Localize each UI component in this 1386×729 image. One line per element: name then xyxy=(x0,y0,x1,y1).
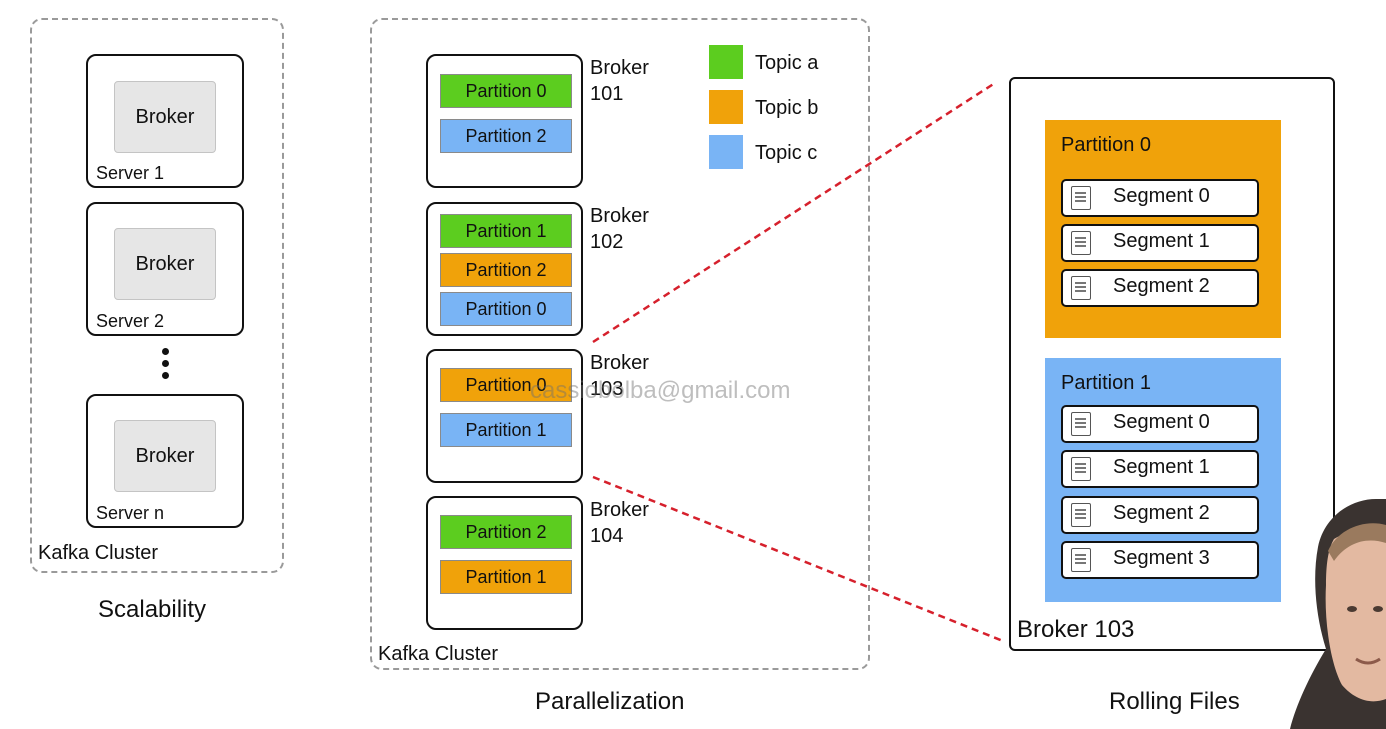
broker-103-name: Broker 103 xyxy=(590,350,649,402)
rolling-files-caption: Rolling Files xyxy=(1109,688,1240,715)
broker-103-detail-label: Broker 103 xyxy=(1017,616,1135,643)
document-icon xyxy=(1071,503,1091,527)
broker-name-line2: 102 xyxy=(590,231,624,253)
segment-label: Segment 1 xyxy=(1113,456,1210,478)
partition-group-title: Partition 0 xyxy=(1061,134,1152,156)
broker-name-line1: Broker xyxy=(590,352,649,374)
segment-label: Segment 2 xyxy=(1113,275,1210,297)
ellipsis-dots xyxy=(162,348,170,380)
segment-file: Segment 2 xyxy=(1061,496,1259,534)
parallelization-caption: Parallelization xyxy=(535,688,685,715)
segment-file: Segment 1 xyxy=(1061,224,1259,262)
partition-0-group: Partition 0 Segment 0 Segment 1 Segment … xyxy=(1045,120,1281,338)
legend-label-topic-c: Topic c xyxy=(755,142,818,164)
legend-swatch-topic-c xyxy=(709,135,743,169)
presenter-webcam-overlay xyxy=(1290,499,1386,729)
legend-label-topic-b: Topic b xyxy=(755,97,819,119)
segment-file: Segment 1 xyxy=(1061,450,1259,488)
broker-101-box: Partition 0 Partition 2 xyxy=(426,54,583,188)
server-label: Server 2 xyxy=(96,311,165,331)
broker-chip: Broker xyxy=(114,228,216,300)
broker-102-name: Broker 102 xyxy=(590,203,649,255)
broker-name-line1: Broker xyxy=(590,499,649,521)
broker-101-name: Broker 101 xyxy=(590,55,649,107)
scalability-cluster-panel xyxy=(30,18,284,573)
broker-chip: Broker xyxy=(114,81,216,153)
segment-label: Segment 3 xyxy=(1113,547,1210,569)
segment-label: Segment 0 xyxy=(1113,185,1210,207)
document-icon xyxy=(1071,276,1091,300)
broker-102-box: Partition 1 Partition 2 Partition 0 xyxy=(426,202,583,336)
document-icon xyxy=(1071,186,1091,210)
segment-label: Segment 0 xyxy=(1113,411,1210,433)
partition-block: Partition 2 xyxy=(440,119,572,153)
partition-block: Partition 1 xyxy=(440,413,572,447)
parallelization-cluster-label: Kafka Cluster xyxy=(378,643,499,665)
server-box: Broker Server 2 xyxy=(86,202,244,336)
broker-name-line2: 101 xyxy=(590,83,624,105)
scalability-caption: Scalability xyxy=(98,596,207,623)
partition-block: Partition 1 xyxy=(440,560,572,594)
server-box: Broker Server 1 xyxy=(86,54,244,188)
server-label: Server 1 xyxy=(96,163,165,183)
legend-label-topic-a: Topic a xyxy=(755,52,819,74)
segment-file: Segment 2 xyxy=(1061,269,1259,307)
segment-file: Segment 0 xyxy=(1061,405,1259,443)
broker-name-line2: 104 xyxy=(590,525,624,547)
segment-file: Segment 0 xyxy=(1061,179,1259,217)
partition-1-group: Partition 1 Segment 0 Segment 1 Segment … xyxy=(1045,358,1281,602)
document-icon xyxy=(1071,548,1091,572)
broker-104-name: Broker 104 xyxy=(590,497,649,549)
server-label: Server n xyxy=(96,503,165,523)
partition-block: Partition 0 xyxy=(440,292,572,326)
broker-name-line1: Broker xyxy=(590,205,649,227)
partition-block: Partition 2 xyxy=(440,515,572,549)
scalability-cluster-label: Kafka Cluster xyxy=(38,542,159,564)
partition-block: Partition 0 xyxy=(440,74,572,108)
segment-label: Segment 1 xyxy=(1113,230,1210,252)
broker-103-box: Partition 0 Partition 1 xyxy=(426,349,583,483)
document-icon xyxy=(1071,231,1091,255)
partition-block: Partition 2 xyxy=(440,253,572,287)
legend-swatch-topic-b xyxy=(709,90,743,124)
partition-block: Partition 0 xyxy=(440,368,572,402)
partition-group-title: Partition 1 xyxy=(1061,372,1152,394)
document-icon xyxy=(1071,412,1091,436)
legend-swatch-topic-a xyxy=(709,45,743,79)
parallelization-cluster-panel xyxy=(370,18,870,670)
partition-block: Partition 1 xyxy=(440,214,572,248)
broker-104-box: Partition 2 Partition 1 xyxy=(426,496,583,630)
broker-name-line1: Broker xyxy=(590,57,649,79)
server-box: Broker Server n xyxy=(86,394,244,528)
segment-file: Segment 3 xyxy=(1061,541,1259,579)
document-icon xyxy=(1071,457,1091,481)
broker-name-line2: 103 xyxy=(590,378,624,400)
segment-label: Segment 2 xyxy=(1113,502,1210,524)
broker-chip: Broker xyxy=(114,420,216,492)
